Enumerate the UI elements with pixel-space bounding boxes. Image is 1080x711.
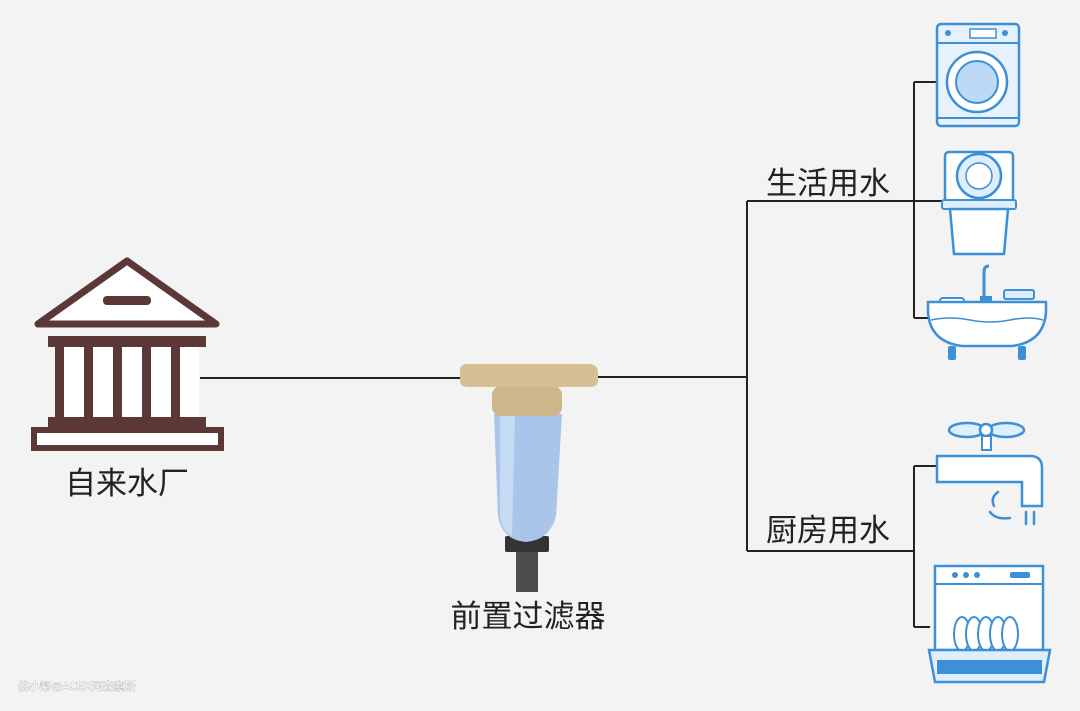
filter-label: 前置过滤器 [451, 599, 606, 635]
faucet-icon [935, 421, 1044, 526]
connector-lines [200, 81, 944, 628]
plant-label: 自来水厂 [65, 466, 189, 502]
pre-filter-icon [460, 364, 598, 592]
domestic-label: 生活用水 [766, 166, 890, 202]
toilet-icon [941, 150, 1017, 256]
washing-machine-icon [935, 22, 1021, 128]
dishwasher-icon [927, 564, 1052, 684]
kitchen-label: 厨房用水 [766, 513, 890, 549]
water-plant-icon [31, 257, 224, 451]
bathtub-icon [926, 264, 1048, 360]
watermark-text: 住小帮@ACEX河森索斯 [18, 679, 136, 693]
